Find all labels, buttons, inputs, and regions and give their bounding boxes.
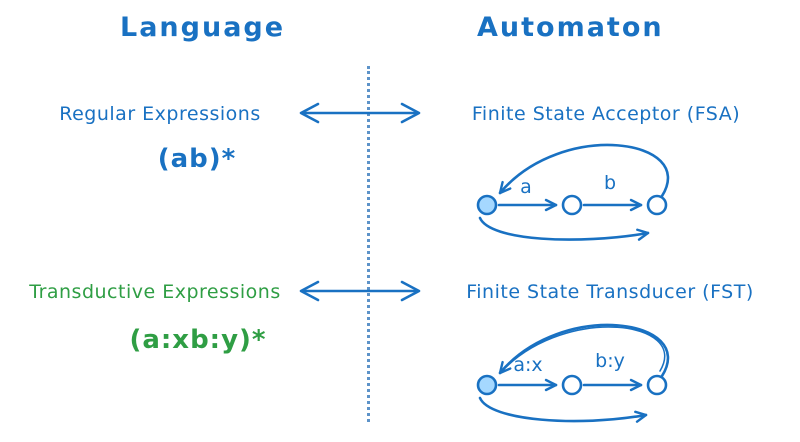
fst-label: Finite State Transducer (FST): [466, 281, 754, 303]
fst-diagram: a:x b:y: [476, 323, 670, 423]
language-column-header: Language: [120, 12, 286, 43]
middle-state: [561, 374, 583, 396]
arrow-head-right: [400, 102, 421, 124]
bidirectional-arrow-row1: [299, 102, 421, 124]
regular-expressions-label: Regular Expressions: [59, 103, 261, 125]
automaton-column-header: Automaton: [477, 12, 664, 43]
transductive-expressions-label: Transductive Expressions: [29, 281, 281, 303]
loop-arc: [498, 143, 670, 198]
transductive-example: (a:xb:y)*: [129, 325, 267, 355]
start-state: [476, 374, 498, 396]
transition-label-a: a: [520, 176, 532, 198]
fsa-diagram: a b: [476, 143, 670, 241]
regex-example: (ab)*: [157, 144, 237, 174]
arrow-head-right: [400, 280, 421, 302]
middle-state: [561, 194, 583, 216]
fsa-label: Finite State Acceptor (FSA): [471, 103, 741, 125]
vertical-dotted-divider: [367, 66, 370, 422]
start-state: [476, 194, 498, 216]
end-state: [646, 194, 668, 216]
loop-arc-double-stroke: [503, 326, 666, 372]
bottom-curve-arrow: [478, 216, 650, 241]
end-state: [646, 374, 668, 396]
transition-label-by: b:y: [595, 350, 625, 372]
loop-arc: [498, 323, 670, 378]
bottom-curve-arrow: [478, 396, 648, 423]
arrow-head-left: [299, 102, 320, 124]
transition-label-b: b: [604, 172, 616, 194]
bidirectional-arrow-row2: [299, 280, 421, 302]
arrow-head-left: [299, 280, 320, 302]
transition-label-ax: a:x: [513, 354, 542, 376]
